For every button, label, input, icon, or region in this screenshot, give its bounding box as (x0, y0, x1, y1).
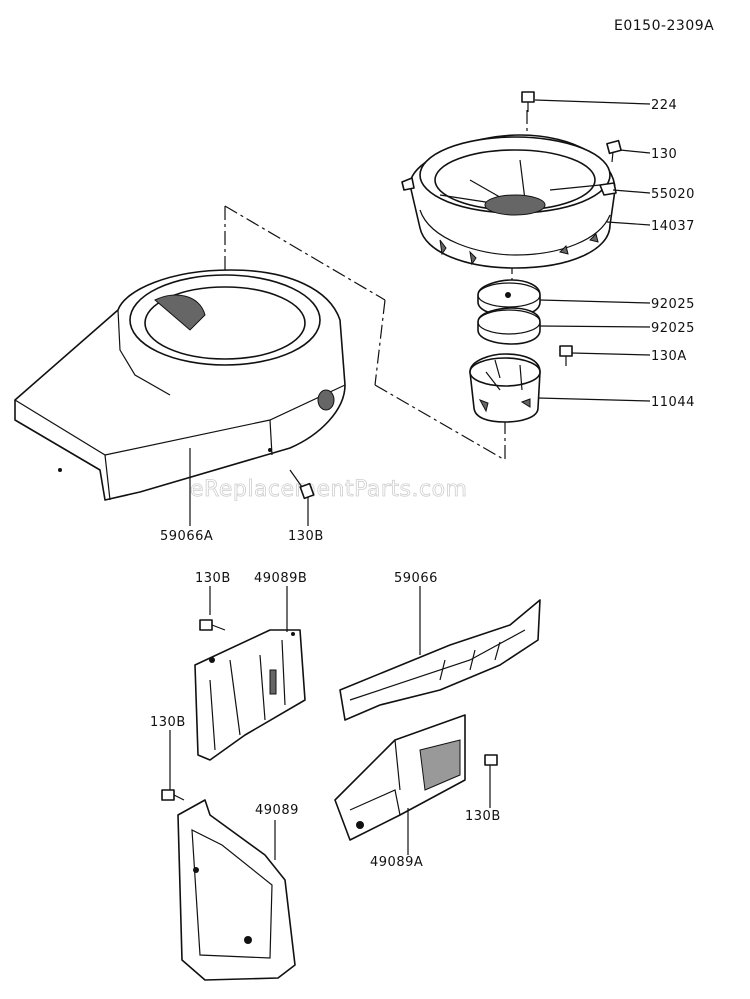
fan-housing-14037 (401, 134, 617, 269)
label-59066: 59066 (394, 571, 438, 586)
bolt-130B-housing (289, 469, 315, 500)
bolt-130B-baffle (199, 619, 226, 631)
baffle-49089B (194, 629, 306, 761)
bolt-224 (521, 91, 535, 112)
bolt-130 (606, 139, 622, 163)
label-14037: 14037 (651, 219, 695, 234)
plate-92025-lower (477, 307, 541, 345)
label-92025-upper: 92025 (651, 297, 695, 312)
leader-lines (169, 99, 651, 860)
label-224: 224 (651, 98, 677, 113)
label-92025-lower: 92025 (651, 321, 695, 336)
label-49089: 49089 (255, 803, 299, 818)
cover-49089 (177, 799, 296, 981)
baffle-49089A (334, 714, 466, 841)
label-130B-housing: 130B (288, 529, 324, 544)
bolt-130A (559, 345, 573, 366)
label-11044: 11044 (651, 395, 695, 410)
label-59066A: 59066A (160, 529, 213, 544)
baffle-59066 (339, 599, 541, 721)
bolt-130B-cover (161, 789, 185, 801)
label-49089A: 49089A (370, 855, 423, 870)
label-130B-baffle-a: 130B (465, 809, 501, 824)
watermark: eReplacementParts.com (190, 477, 467, 502)
label-130: 130 (651, 147, 677, 162)
label-130B-baffle: 130B (195, 571, 231, 586)
starter-cup-11044 (469, 353, 541, 423)
part-labels: 224 130 55020 14037 92025 92025 130A 110… (150, 98, 695, 870)
blower-housing-59066A (14, 269, 346, 501)
diagram-code: E0150-2309A (614, 18, 714, 34)
label-55020: 55020 (651, 187, 695, 202)
bolt-130B-baffle-a (484, 754, 498, 766)
label-49089B: 49089B (254, 571, 307, 586)
label-130A: 130A (651, 349, 687, 364)
label-130B-cover: 130B (150, 715, 186, 730)
